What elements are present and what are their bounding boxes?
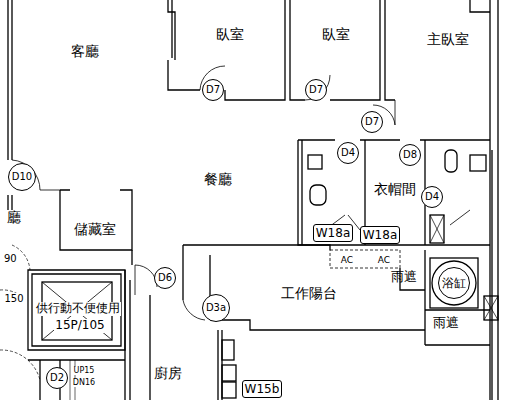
room-label: 雨遮 xyxy=(433,316,459,330)
room-label: 90 xyxy=(3,253,18,264)
room-label: AC xyxy=(377,256,391,266)
door-tag: D2 xyxy=(46,367,68,389)
room-label: 臥室 xyxy=(322,27,350,42)
door-tag: D4 xyxy=(337,142,359,164)
tag-text: D8 xyxy=(403,150,417,160)
tag-text: D7 xyxy=(309,85,323,95)
room-label: 衣帽間 xyxy=(374,182,416,197)
tag-text: W18a xyxy=(316,227,351,239)
tag-text: D4 xyxy=(425,192,439,202)
room-label: 儲藏室 xyxy=(74,222,116,237)
tag-text: 浴缸 xyxy=(442,277,466,289)
room-label: 工作陽台 xyxy=(281,286,337,301)
tag-text: D7 xyxy=(206,85,220,95)
door-tag: D7 xyxy=(202,79,224,101)
tag-text: D3a xyxy=(206,303,226,313)
room-label: 臥室 xyxy=(216,27,244,42)
room-label: 廳 xyxy=(7,210,21,225)
door-tag: 浴缸 xyxy=(438,267,470,299)
window-tag: W18a xyxy=(360,226,401,244)
window-tag: W15b xyxy=(242,380,283,398)
room-label: 客廳 xyxy=(71,44,99,59)
tag-text: D10 xyxy=(12,172,32,182)
room-label: 雨遮 xyxy=(391,270,417,284)
tag-text: W18a xyxy=(363,229,398,241)
door-tag: D7 xyxy=(305,79,327,101)
room-label: AC xyxy=(340,256,354,266)
door-tag: D6 xyxy=(154,267,176,289)
door-tag: D4 xyxy=(421,186,443,208)
door-tag: D10 xyxy=(8,163,36,191)
room-label: 150 xyxy=(3,293,24,304)
room-label: 餐廳 xyxy=(204,172,232,187)
tag-text: D7 xyxy=(365,117,379,127)
room-label: 供行動不便使用 xyxy=(35,302,121,315)
door-tag: D7 xyxy=(361,111,383,133)
tag-text: D4 xyxy=(341,148,355,158)
tag-text: W15b xyxy=(245,383,280,395)
room-label: UP15 xyxy=(73,367,96,376)
tag-text: D2 xyxy=(50,373,64,383)
room-label: 廚房 xyxy=(154,366,182,381)
door-tag: D3a xyxy=(202,294,230,322)
room-label: 15P/105 xyxy=(54,319,105,332)
door-tag: D8 xyxy=(399,144,421,166)
room-label: DN16 xyxy=(72,379,96,388)
room-label: 主臥室 xyxy=(427,32,469,47)
window-tag: W18a xyxy=(313,224,354,242)
tag-text: D6 xyxy=(158,273,172,283)
